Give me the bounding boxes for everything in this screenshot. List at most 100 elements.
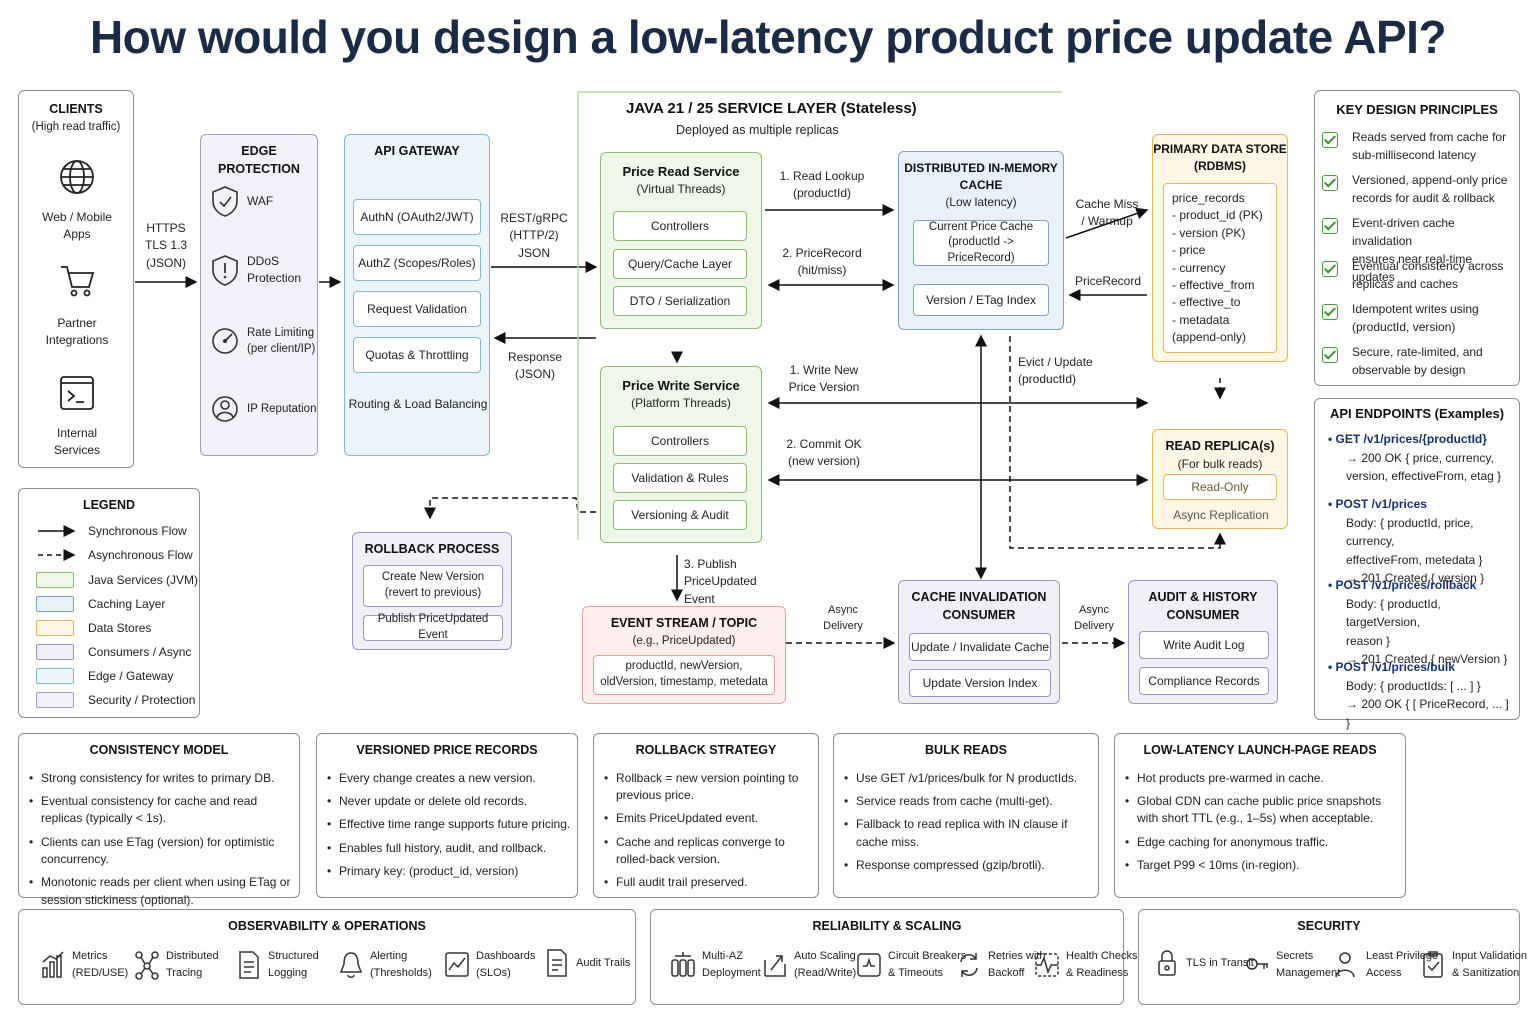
read-service-heading: Price Read Service	[622, 164, 740, 179]
event-stream-box: EVENT STREAM / TOPIC (e.g., PriceUpdated…	[582, 606, 786, 704]
replica-read-only: Read-Only	[1163, 474, 1277, 500]
legend-item: Edge / Gateway	[36, 668, 173, 684]
arrow-async-replication	[1009, 336, 1226, 549]
bullet-item: Response compressed (gzip/brotli).	[844, 857, 1092, 875]
user-lock-icon	[1335, 951, 1355, 977]
reliability-item: Retries with Backoff	[956, 948, 1045, 981]
col-metadata: - metadata	[1172, 312, 1230, 327]
gateway-validation: Request Validation	[353, 291, 481, 327]
bullet-item: Full audit trail preserved.	[604, 874, 812, 892]
versioned-heading: VERSIONED PRICE RECORDS	[356, 743, 538, 757]
edge-ip-reputation-label: IP Reputation	[247, 402, 317, 415]
document-icon	[239, 950, 259, 979]
security-item: Secrets Management	[1244, 948, 1340, 981]
bullet-item: Eventual consistency for cache and read …	[29, 793, 293, 828]
endpoints-heading: API ENDPOINTS (Examples)	[1329, 406, 1505, 421]
primary-heading: PRIMARY DATA STORE (RDBMS)	[1153, 142, 1287, 173]
observability-box: OBSERVABILITY & OPERATIONS	[18, 909, 636, 1005]
bulk-heading: BULK READS	[925, 743, 1007, 757]
security-item-label: TLS in Transit	[1186, 956, 1254, 969]
bulk-box: BULK READS Use GET /v1/prices/bulk for N…	[833, 733, 1099, 898]
clients-box: CLIENTS (High read traffic) Web / Mobile…	[18, 90, 134, 468]
bulk-list: Use GET /v1/prices/bulk for N productIds…	[834, 770, 1098, 875]
bullet-item: Global CDN can cache public price snapsh…	[1125, 793, 1399, 828]
col-effective-to: - effective_to	[1172, 295, 1241, 310]
gauge-icon	[212, 328, 238, 354]
replica-async: Async Replication	[1173, 508, 1269, 522]
bell-icon	[339, 951, 363, 978]
reliability-item-label: Circuit Breakers & Timeouts	[888, 950, 967, 979]
rest-grpc-label: REST/gRPC (HTTP/2) JSON	[500, 211, 568, 260]
gateway-authn: AuthN (OAuth2/JWT)	[353, 199, 481, 235]
reliability-item-label: Retries with Backoff	[988, 950, 1046, 979]
rollback-strategy-list: Rollback = new version pointing to previ…	[594, 770, 818, 893]
bullet-item: Rollback = new version pointing to previ…	[604, 770, 812, 805]
security-box: SECURITY	[1138, 909, 1520, 1005]
security-heading: SECURITY	[1297, 919, 1361, 933]
checkbox-icon	[1322, 261, 1338, 277]
rollback-publish: Publish PriceUpdated Event	[363, 613, 503, 641]
bar-chart-icon	[42, 950, 64, 978]
flow-async-delivery-1: Async Delivery	[823, 604, 863, 632]
https-label: HTTPS TLS 1.3 (JSON)	[144, 221, 188, 270]
legend-swatch	[36, 620, 74, 636]
principle-item: Event-driven cache invalidation ensures …	[1322, 214, 1512, 286]
consistency-list: Strong consistency for writes to primary…	[19, 770, 299, 910]
checkbox-icon	[1322, 175, 1338, 191]
endpoint-detail: Body: { productId, price, currency, effe…	[1346, 515, 1485, 586]
retry-icon	[960, 952, 978, 977]
versioned-list: Every change creates a new version.Never…	[317, 770, 577, 881]
observability-item-label: Structured Logging	[268, 950, 319, 979]
arrow-rollback	[424, 497, 596, 520]
cache-consumer-box: CACHE INVALIDATION CONSUMER Update / Inv…	[898, 580, 1060, 704]
security-item: TLS in Transit	[1154, 948, 1254, 978]
flow-commit-ok: 2. Commit OK (new version)	[786, 437, 862, 469]
bullet-item: Strong consistency for writes to primary…	[29, 770, 293, 788]
audit-icon	[547, 949, 567, 977]
bullet-item: Primary key: (product_id, version)	[327, 863, 571, 881]
user-shield-icon	[212, 396, 238, 422]
read-replica-box: READ REPLICA(s) (For bulk reads) Read-On…	[1152, 429, 1288, 529]
legend-swatch	[36, 668, 74, 684]
legend-swatch	[36, 692, 74, 708]
network-icon	[135, 950, 159, 980]
flow-read-lookup: 1. Read Lookup (productId)	[779, 169, 865, 201]
write-controllers: Controllers	[613, 426, 747, 456]
table-name: price_records	[1172, 191, 1245, 205]
reliability-item: Multi-AZ Deployment	[670, 948, 761, 981]
flow-price-record: PriceRecord	[1074, 274, 1142, 288]
checkbox-icon	[1322, 304, 1338, 320]
flow-async-delivery-2: Async Delivery	[1074, 604, 1114, 632]
observability-item: Audit Trails	[544, 948, 630, 978]
security-item: Input Validation & Sanitization	[1420, 948, 1527, 981]
page-title: How would you design a low-latency produ…	[89, 11, 1447, 63]
observability-item: Dashboards (SLOs)	[444, 948, 535, 981]
write-validation: Validation & Rules	[613, 463, 747, 493]
legend-item: Java Services (JVM)	[36, 572, 198, 588]
edge-waf-label: WAF	[247, 193, 274, 208]
security-item-label: Input Validation & Sanitization	[1452, 950, 1528, 979]
write-versioning: Versioning & Audit	[613, 500, 747, 530]
observability-heading: OBSERVABILITY & OPERATIONS	[228, 919, 426, 933]
edge-heading: EDGE PROTECTION	[218, 144, 300, 176]
flow-write-new: 1. Write New Price Version	[788, 363, 860, 395]
heartbeat-icon	[1035, 952, 1059, 977]
reliability-item-label: Multi-AZ Deployment	[702, 950, 761, 979]
endpoints-box: API ENDPOINTS (Examples)	[1314, 398, 1520, 720]
legend-label: Java Services (JVM)	[88, 573, 199, 587]
rollback-strategy-heading: ROLLBACK STRATEGY	[635, 743, 777, 757]
launch-list: Hot products pre-warmed in cache.Global …	[1115, 770, 1405, 875]
observability-item: Metrics (RED/USE)	[40, 948, 128, 981]
reliability-item: Auto Scaling (Read/Write)	[762, 948, 856, 981]
client-partner: Partner Integrations	[45, 316, 109, 348]
write-service-heading: Price Write Service	[622, 378, 740, 393]
principle-text: Versioned, append-only price records for…	[1352, 173, 1508, 205]
service-layer-heading: JAVA 21 / 25 SERVICE LAYER (Stateless)	[626, 100, 917, 117]
edge-waf: WAF	[211, 185, 273, 217]
endpoint-method: • POST /v1/prices/rollback	[1328, 578, 1477, 592]
servers-icon	[671, 951, 695, 977]
service-layer-frame	[577, 91, 1062, 540]
principle-item: Secure, rate-limited, and observable by …	[1322, 343, 1512, 379]
